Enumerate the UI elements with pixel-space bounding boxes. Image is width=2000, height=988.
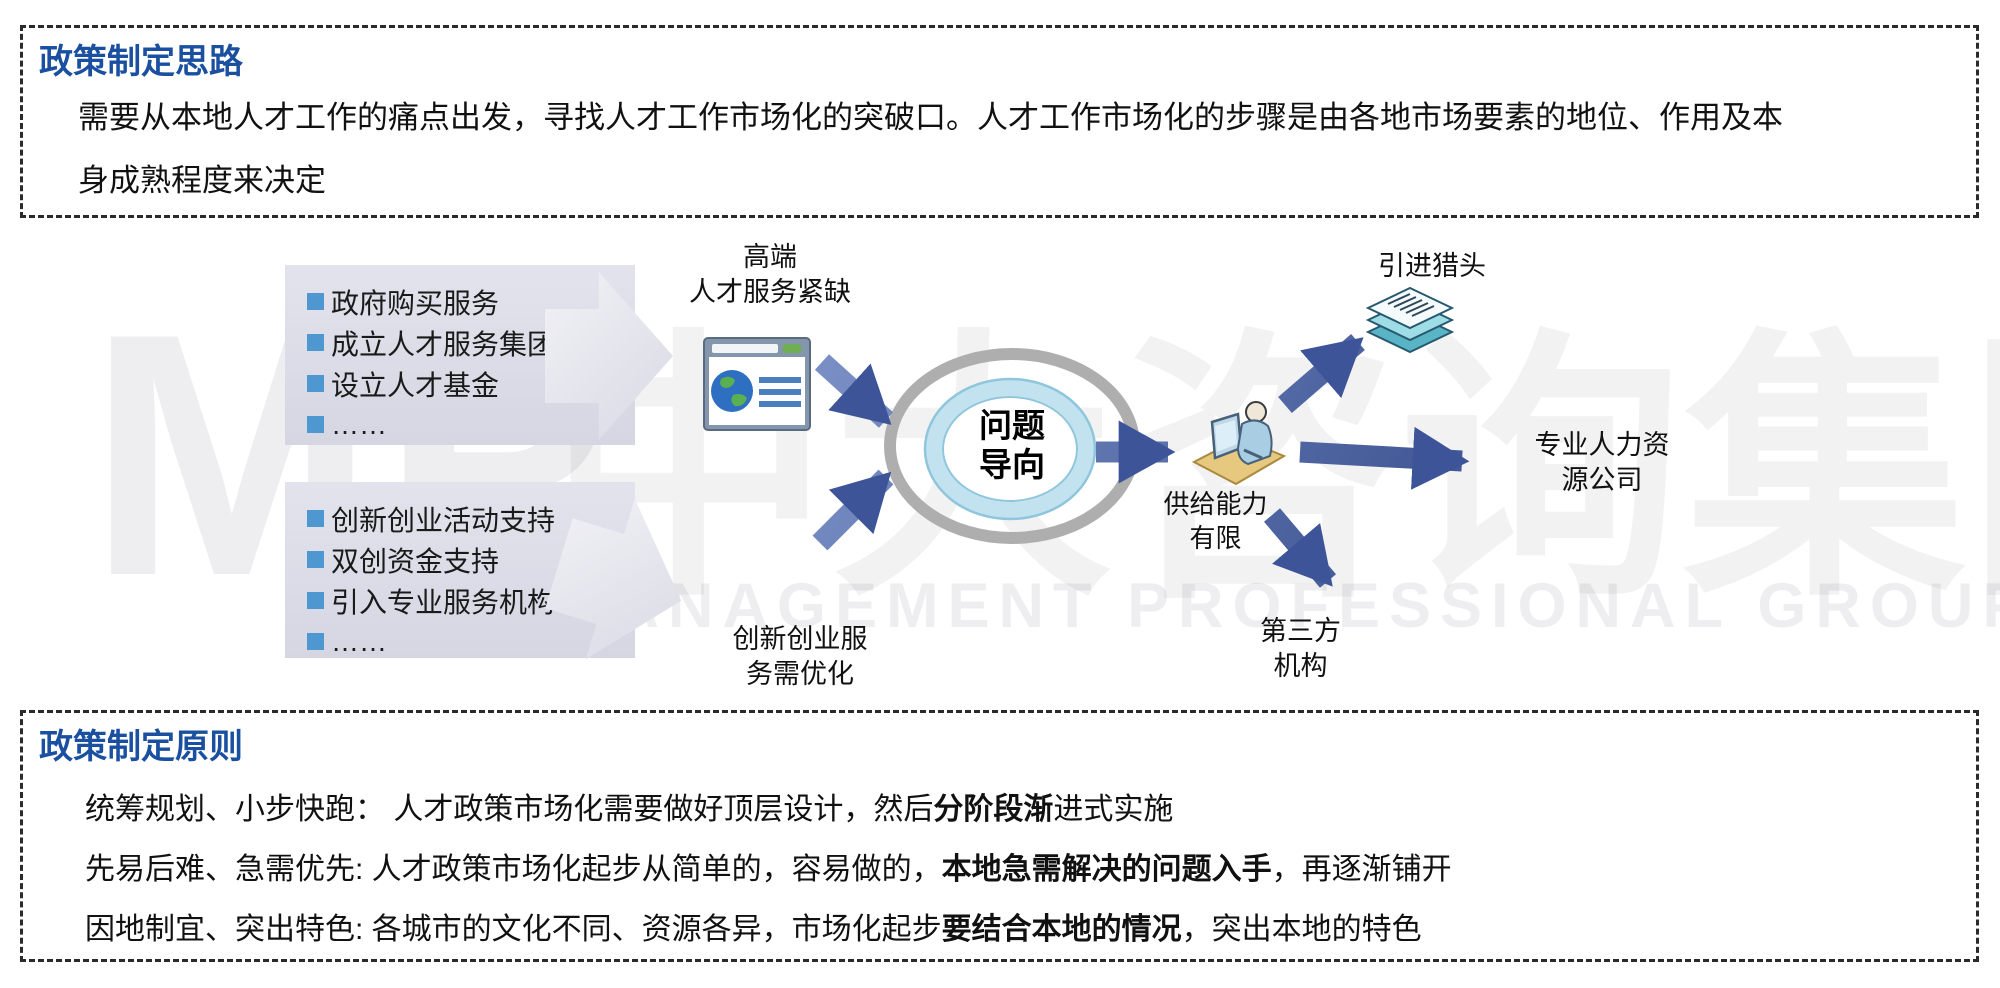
policy-principles-box: 政策制定原则 统筹规划、小步快跑： 人才政策市场化需要做好顶层设计，然后分阶段渐… xyxy=(20,710,1979,962)
bullet-square-icon xyxy=(307,510,324,527)
bullet-square-icon xyxy=(307,416,324,433)
label-headhunting: 引进猎头 xyxy=(1378,251,1486,281)
policy-principles-title: 政策制定原则 xyxy=(39,728,243,766)
list-item-label: …… xyxy=(331,408,387,440)
list-item: 创新创业活动支持 xyxy=(307,498,635,539)
label-innovation-service: 创新创业服 务需优化 xyxy=(732,624,868,689)
list-item-label: 设立人才基金 xyxy=(331,369,500,401)
bullet-square-icon xyxy=(307,633,324,650)
arrow-innovation-to-circle xyxy=(812,469,894,551)
policy-approach-box: 政策制定思路 需要从本地人才工作的痛点出发，寻找人才工作市场化的突破口。人才工作… xyxy=(20,25,1979,218)
arrow-to-hr-company xyxy=(1299,426,1470,490)
list-item: 引入专业服务机构 xyxy=(307,580,635,621)
list-item-label: 成立人才服务集团 xyxy=(331,328,556,360)
list-item-label: 引入专业服务机构 xyxy=(331,586,556,618)
document-stack-icon xyxy=(1365,286,1455,375)
body-line-2: 身成熟程度来决定 xyxy=(78,163,326,198)
arrow-to-headhunting xyxy=(1278,334,1365,413)
list-item: 设立人才基金 xyxy=(307,363,635,404)
list-item-label: …… xyxy=(331,625,387,657)
problem-oriented-circle-label: 问题 导向 xyxy=(979,407,1045,483)
policy-approach-body: 需要从本地人才工作的痛点出发，寻找人才工作市场化的突破口。人才工作市场化的步骤是… xyxy=(78,86,1783,212)
label-highend-talent-shortage: 高端 人才服务紧缺 xyxy=(689,242,851,307)
principle-line-1: 统筹规划、小步快跑： 人才政策市场化需要做好顶层设计，然后分阶段渐进式实施 xyxy=(85,793,1174,826)
list-item: …… xyxy=(307,621,635,662)
bullet-square-icon xyxy=(307,551,324,568)
list-item-label: 双创资金支持 xyxy=(331,545,500,577)
label-supply-capacity: 供给能力 有限 xyxy=(1163,489,1268,553)
label-third-party: 第三方 机构 xyxy=(1260,616,1341,681)
principle-line-3: 因地制宜、突出特色: 各城市的文化不同、资源各异，市场化起步要结合本地的情况，突… xyxy=(85,913,1422,946)
label-hr-company: 专业人力资 源公司 xyxy=(1534,430,1670,495)
bullet-square-icon xyxy=(307,592,324,609)
list-item-label: 政府购买服务 xyxy=(331,287,500,319)
bullet-square-icon xyxy=(307,293,324,310)
list-item: 成立人才服务集团 xyxy=(307,322,635,363)
list-item-label: 创新创业活动支持 xyxy=(331,504,556,536)
principles-list: 统筹规划、小步快跑： 人才政策市场化需要做好顶层设计，然后分阶段渐进式实施 先易… xyxy=(85,793,1452,973)
list-item: 政府购买服务 xyxy=(307,281,635,322)
bullet-square-icon xyxy=(307,375,324,392)
policy-approach-title: 政策制定思路 xyxy=(39,43,243,81)
body-line-1: 需要从本地人才工作的痛点出发，寻找人才工作市场化的突破口。人才工作市场化的步骤是… xyxy=(78,100,1783,135)
list-item: …… xyxy=(307,404,635,445)
principle-line-2: 先易后难、急需优先: 人才政策市场化起步从简单的，容易做的，本地急需解决的问题入… xyxy=(85,853,1452,886)
list-item: 双创资金支持 xyxy=(307,539,635,580)
person-computer-icon xyxy=(1186,386,1288,495)
browser-globe-icon xyxy=(703,337,811,436)
arrow-highend-to-circle xyxy=(814,354,894,428)
bullet-square-icon xyxy=(307,334,324,351)
